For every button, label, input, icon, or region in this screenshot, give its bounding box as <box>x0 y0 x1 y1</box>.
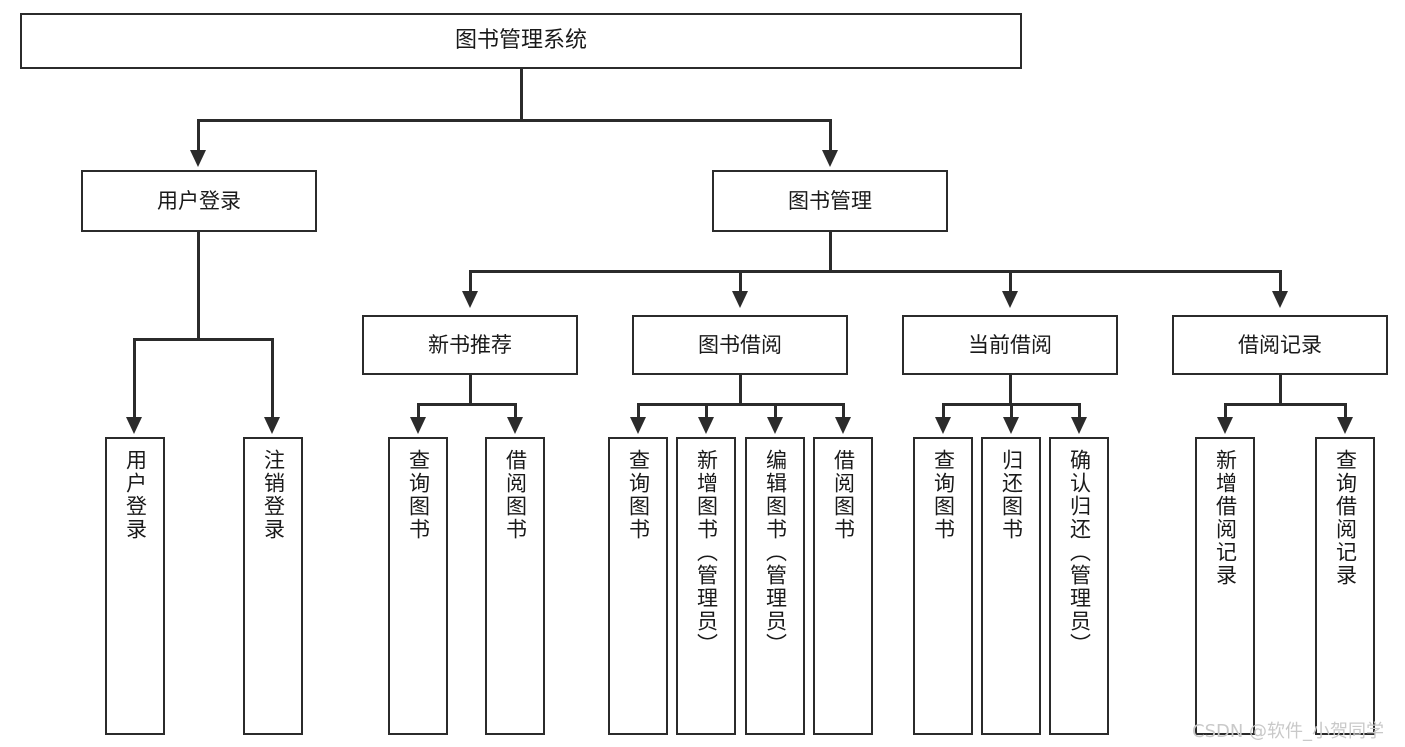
connector-user-login-bus <box>133 338 273 341</box>
leaf-user-login-logout[interactable]: 注销登录 <box>243 437 303 735</box>
watermark-csdn: CSDN @软件_小贺同学 <box>1192 717 1384 743</box>
node-label: 新书推荐 <box>428 332 512 357</box>
arrow-br-to-leaf-1 <box>1217 417 1233 434</box>
node-label: 注销登录 <box>261 449 286 541</box>
connector-book-management-bus <box>469 270 1281 273</box>
arrow-bm-to-borrow-record <box>1272 291 1288 308</box>
connector-bb-to-leaf-4 <box>842 403 845 418</box>
arrow-bb-to-leaf-4 <box>835 417 851 434</box>
node-label: 查询图书 <box>931 449 956 541</box>
arrow-bm-to-current-borrow <box>1002 291 1018 308</box>
connector-user-login-to-leaf-2 <box>271 338 274 418</box>
node-borrow-record[interactable]: 借阅记录 <box>1172 315 1388 375</box>
connector-cb-to-leaf-2 <box>1010 403 1013 418</box>
connector-current-borrow-stem <box>1009 375 1012 405</box>
arrow-bb-to-leaf-1 <box>630 417 646 434</box>
arrow-new-book-to-leaf-2 <box>507 417 523 434</box>
arrow-user-login-to-leaf-1 <box>126 417 142 434</box>
arrow-bb-to-leaf-3 <box>767 417 783 434</box>
node-label: 归还图书 <box>999 449 1024 541</box>
node-label: 图书管理系统 <box>454 28 587 54</box>
node-book-management[interactable]: 图书管理 <box>712 170 948 232</box>
node-label: 编辑图书（管理员） <box>763 449 788 656</box>
node-label: 用户登录 <box>123 449 148 541</box>
arrow-bm-to-new-book <box>462 291 478 308</box>
connector-bm-to-new-book <box>469 270 472 292</box>
leaf-current-borrow-query[interactable]: 查询图书 <box>913 437 973 735</box>
leaf-book-borrow-borrow[interactable]: 借阅图书 <box>813 437 873 735</box>
connector-bb-to-leaf-3 <box>774 403 777 418</box>
connector-bm-to-book-borrow <box>739 270 742 292</box>
connector-bm-to-current-borrow <box>1009 270 1012 292</box>
arrow-cb-to-leaf-3 <box>1071 417 1087 434</box>
connector-user-login-to-leaf-1 <box>133 338 136 418</box>
arrow-user-login-to-leaf-2 <box>264 417 280 434</box>
node-label: 当前借阅 <box>968 332 1052 357</box>
node-label: 查询借阅记录 <box>1333 449 1358 587</box>
connector-root-to-book-management <box>829 119 832 151</box>
node-label: 新增图书（管理员） <box>694 449 719 656</box>
watermark-text: CSDN @软件_小贺同学 <box>1192 721 1385 742</box>
connector-bb-to-leaf-2 <box>705 403 708 418</box>
node-root-book-management-system[interactable]: 图书管理系统 <box>20 13 1022 69</box>
arrow-cb-to-leaf-1 <box>935 417 951 434</box>
node-current-borrow[interactable]: 当前借阅 <box>902 315 1118 375</box>
node-label: 图书管理 <box>788 188 872 213</box>
connector-new-book-to-leaf-1 <box>417 403 420 418</box>
connector-book-borrow-bus <box>637 403 844 406</box>
leaf-book-borrow-query[interactable]: 查询图书 <box>608 437 668 735</box>
connector-cb-to-leaf-3 <box>1078 403 1081 418</box>
connector-root-stem <box>520 69 523 120</box>
connector-bb-to-leaf-1 <box>637 403 640 418</box>
connector-borrow-record-bus <box>1224 403 1346 406</box>
connector-br-to-leaf-2 <box>1344 403 1347 418</box>
arrow-bb-to-leaf-2 <box>698 417 714 434</box>
node-label: 新增借阅记录 <box>1213 449 1238 587</box>
arrow-bm-to-book-borrow <box>732 291 748 308</box>
leaf-borrow-record-add[interactable]: 新增借阅记录 <box>1195 437 1255 735</box>
connector-book-borrow-stem <box>739 375 742 405</box>
node-label: 借阅图书 <box>831 449 856 541</box>
connector-new-book-stem <box>469 375 472 405</box>
leaf-current-borrow-confirm-admin[interactable]: 确认归还（管理员） <box>1049 437 1109 735</box>
node-label: 借阅图书 <box>503 449 528 541</box>
node-label: 用户登录 <box>157 188 241 213</box>
node-label: 借阅记录 <box>1238 332 1322 357</box>
leaf-current-borrow-return[interactable]: 归还图书 <box>981 437 1041 735</box>
leaf-book-borrow-add-admin[interactable]: 新增图书（管理员） <box>676 437 736 735</box>
leaf-book-borrow-edit-admin[interactable]: 编辑图书（管理员） <box>745 437 805 735</box>
connector-root-bus <box>197 119 831 122</box>
node-new-book-recommend[interactable]: 新书推荐 <box>362 315 578 375</box>
leaf-new-book-borrow[interactable]: 借阅图书 <box>485 437 545 735</box>
arrow-root-to-user-login <box>190 150 206 167</box>
arrow-br-to-leaf-2 <box>1337 417 1353 434</box>
leaf-borrow-record-query[interactable]: 查询借阅记录 <box>1315 437 1375 735</box>
arrow-root-to-book-management <box>822 150 838 167</box>
node-user-login[interactable]: 用户登录 <box>81 170 317 232</box>
connector-book-management-stem <box>829 232 832 272</box>
node-book-borrow[interactable]: 图书借阅 <box>632 315 848 375</box>
connector-new-book-to-leaf-2 <box>514 403 517 418</box>
connector-bm-to-borrow-record <box>1279 270 1282 292</box>
node-label: 图书借阅 <box>698 332 782 357</box>
connector-cb-to-leaf-1 <box>942 403 945 418</box>
node-label: 查询图书 <box>626 449 651 541</box>
arrow-new-book-to-leaf-1 <box>410 417 426 434</box>
connector-new-book-bus <box>417 403 516 406</box>
node-label: 查询图书 <box>406 449 431 541</box>
leaf-new-book-query[interactable]: 查询图书 <box>388 437 448 735</box>
leaf-user-login-login[interactable]: 用户登录 <box>105 437 165 735</box>
connector-borrow-record-stem <box>1279 375 1282 405</box>
connector-user-login-stem <box>197 232 200 340</box>
connector-br-to-leaf-1 <box>1224 403 1227 418</box>
connector-root-to-user-login <box>197 119 200 151</box>
node-label: 确认归还（管理员） <box>1067 449 1092 656</box>
arrow-cb-to-leaf-2 <box>1003 417 1019 434</box>
